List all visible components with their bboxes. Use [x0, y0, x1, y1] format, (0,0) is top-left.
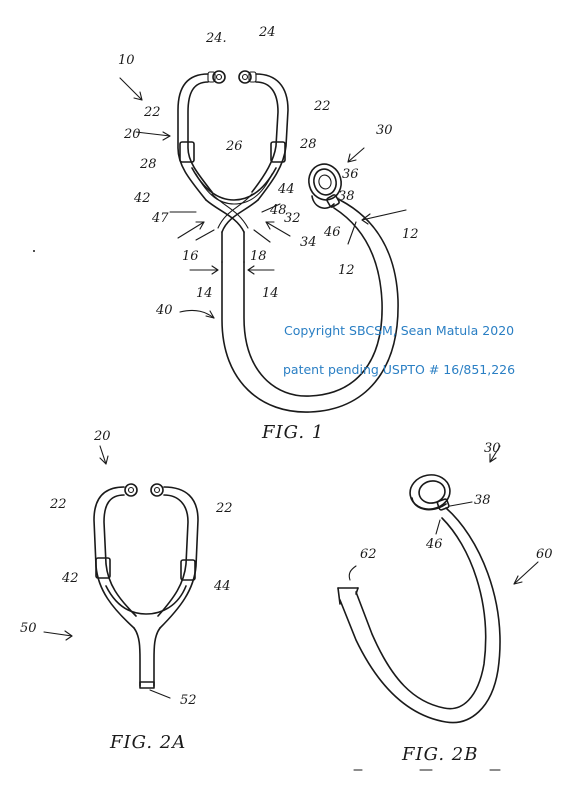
fig1-label-28-right: 28 [300, 137, 317, 152]
fig1-stethoscope-drawing [119, 70, 407, 413]
fig1-main-tube [221, 199, 399, 413]
fig1-earpieces [207, 70, 257, 84]
fig1-label-10: 10 [118, 53, 135, 68]
fig2a-caption: FIG. 2A [110, 732, 187, 753]
fig1-label-24-right: 24 [259, 25, 276, 40]
fig2b-label-46: 46 [426, 537, 443, 552]
fig2a-label-44: 44 [214, 579, 231, 594]
fig1-label-12-right: 12 [402, 227, 419, 242]
fig1-label-46: 46 [324, 225, 341, 240]
fig1-spring-yoke [191, 167, 277, 201]
fig2a-label-52: 52 [180, 693, 197, 708]
fig1-left-band [179, 141, 195, 163]
fig2a-label-42: 42 [62, 571, 79, 586]
fig1-chestpiece [308, 163, 342, 209]
fig1-label-14-right: 14 [262, 286, 279, 301]
fig1-label-20: 20 [124, 127, 141, 142]
fig1-right-ear-tube [251, 73, 289, 201]
fig1-label-22-right: 22 [314, 99, 331, 114]
patent-pending-line: patent pending USPTO # 16/851,226 [283, 362, 516, 377]
fig1-right-band [270, 141, 286, 163]
fig1-label-44: 44 [278, 182, 295, 197]
fig2a-label-22-left: 22 [50, 497, 67, 512]
fig1-label-34: 34 [300, 235, 317, 250]
fig2a-label-20: 20 [94, 429, 111, 444]
stray-mark [33, 250, 35, 252]
fig1-left-ear-tube [177, 73, 213, 201]
fig2b-chestpiece-tube-drawing [337, 445, 539, 724]
fig1-label-47: 47 [152, 211, 169, 226]
fig1-label-24-left: 24. [206, 31, 227, 46]
copyright-line: Copyright SBCSM, Sean Matula 2020 [284, 323, 515, 338]
fig1-label-32: 32 [284, 211, 301, 226]
fig2a-label-50: 50 [20, 621, 37, 636]
fig2a-label-22-right: 22 [216, 501, 233, 516]
fig2a-binaural-drawing [43, 445, 199, 699]
fig2b-label-60: 60 [536, 547, 553, 562]
fig1-caption: FIG. 1 [262, 422, 325, 443]
fig1-label-40: 40 [156, 303, 173, 318]
fig1-label-48: 48 [270, 203, 287, 218]
fig1-label-26: 26 [226, 139, 243, 154]
fig1-label-14-left: 14 [196, 286, 213, 301]
fig1-label-16: 16 [182, 249, 199, 264]
fig1-section-arrows [119, 77, 407, 319]
fig1-label-42: 42 [134, 191, 151, 206]
fig2b-label-62: 62 [360, 547, 377, 562]
fig2b-label-38: 38 [474, 493, 491, 508]
fig1-label-12-bottom: 12 [338, 263, 355, 278]
fig1-label-28-left: 28 [140, 157, 157, 172]
fig2b-label-30: 30 [484, 441, 501, 456]
fig2b-caption: FIG. 2B [402, 744, 479, 765]
fig1-label-30: 30 [376, 123, 393, 138]
fig1-label-38: 38 [338, 189, 355, 204]
fig1-label-22-left: 22 [144, 105, 161, 120]
fig1-label-36: 36 [342, 167, 359, 182]
fig1-label-18: 18 [250, 249, 267, 264]
